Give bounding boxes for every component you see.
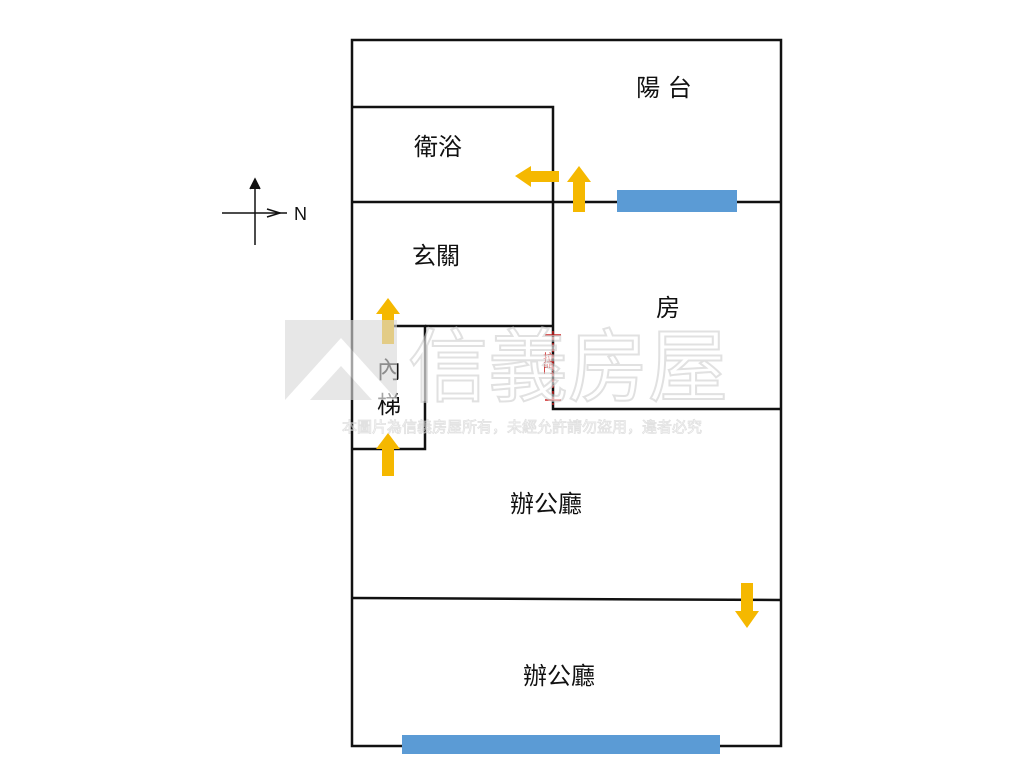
room-label-office-upper: 辦公廳 — [510, 490, 582, 518]
arrow-up-icon — [376, 433, 400, 476]
arrow-down-icon — [735, 583, 759, 628]
watermark-logo-icon — [285, 338, 397, 400]
bottom-window — [402, 735, 720, 754]
room-label-entrance: 玄關 — [412, 242, 460, 270]
room-label-bathroom: 衛浴 — [414, 133, 462, 161]
office-divider-wall — [351, 596, 782, 602]
room-label-office-lower: 辦公廳 — [523, 662, 595, 690]
watermark-brand: 信義房屋 — [408, 321, 728, 414]
bathroom-wall — [352, 105, 555, 326]
watermark: 信義房屋 本圖片為信義房屋所有，未經允許請勿盜用，違者必究 — [285, 320, 729, 436]
compass-label: N — [294, 204, 307, 224]
compass-icon — [222, 177, 287, 245]
balcony-window — [617, 190, 737, 212]
sliding-door-marker — [545, 331, 561, 405]
door-mark-label: 拉門 — [542, 351, 555, 375]
room-bottom-wall — [551, 326, 781, 411]
watermark-notice: 本圖片為信義房屋所有，未經允許請勿盜用，違者必究 — [342, 418, 702, 436]
room-label-balcony: 陽 台 — [636, 74, 692, 102]
arrow-up-icon — [567, 166, 591, 212]
arrow-left-icon — [515, 166, 559, 187]
room-label-room: 房 — [656, 294, 680, 322]
